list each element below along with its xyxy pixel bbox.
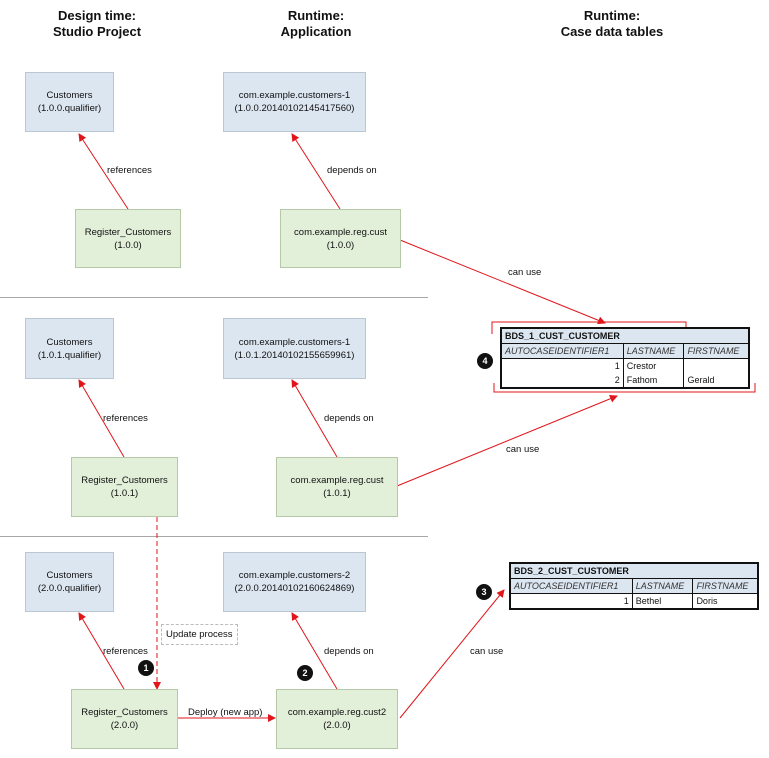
table-cell: Bethel	[631, 593, 693, 609]
box-title: Customers	[46, 336, 93, 348]
label-references-2: references	[103, 413, 148, 424]
table-cell: Doris	[692, 593, 758, 609]
label-references-1: references	[107, 165, 152, 176]
label-depends-on-2: depends on	[324, 413, 374, 424]
column-header: LASTNAME	[622, 343, 684, 359]
badge-2: 2	[297, 665, 313, 681]
box-app-reg-cust-1-0-0: com.example.reg.cust (1.0.0)	[280, 209, 401, 268]
section-separator-2	[0, 536, 428, 537]
box-app-reg-cust2-2-0-0: com.example.reg.cust2 (2.0.0)	[276, 689, 398, 749]
badge-1: 1	[138, 660, 154, 676]
box-version: (1.0.0.qualifier)	[37, 103, 102, 114]
header-app-line2: Application	[280, 24, 352, 39]
header-design-line2: Studio Project	[52, 24, 142, 39]
arrow-can-use-2	[396, 394, 618, 487]
box-app-customers-2-0-0: com.example.customers-2 (2.0.0.201401021…	[223, 552, 366, 612]
table-cell: 1	[623, 596, 629, 606]
header-design-line1: Design time:	[57, 8, 136, 23]
table-row: 2 Fathom Gerald	[501, 373, 749, 388]
box-title: com.example.customers-1	[238, 90, 351, 101]
section-separator-1	[0, 297, 428, 298]
label-depends-on-1: depends on	[327, 165, 377, 176]
label-update-process: Update process	[161, 624, 238, 645]
table-row: 1 Bethel Doris	[510, 593, 758, 609]
table-cell: Fathom	[622, 373, 684, 388]
box-version: (2.0.0.20140102160624869)	[234, 583, 355, 594]
box-title: com.example.customers-1	[238, 336, 351, 348]
table-cell: 2	[614, 375, 620, 385]
box-version: (1.0.1)	[110, 488, 139, 499]
box-version: (1.0.1)	[323, 488, 351, 499]
box-app-customers-1-0-1: com.example.customers-1 (1.0.1.201401021…	[223, 318, 366, 379]
arrow-depends-2	[291, 379, 338, 458]
box-title: Register_Customers	[81, 707, 168, 718]
box-version: (1.0.1.qualifier)	[37, 349, 102, 361]
header-tables-line1: Runtime:	[583, 8, 641, 23]
box-register-customers-1-0-0: Register_Customers (1.0.0)	[75, 209, 181, 268]
box-version: (1.0.0.20140102145417560)	[234, 103, 355, 114]
box-title: Customers	[46, 570, 93, 581]
box-version: (2.0.0)	[323, 720, 351, 731]
table-cell	[683, 358, 749, 373]
box-register-customers-1-0-1: Register_Customers (1.0.1)	[71, 457, 178, 517]
box-customers-1-0-0: Customers (1.0.0.qualifier)	[25, 72, 114, 132]
box-title: com.example.reg.cust2	[287, 707, 387, 718]
badge-4: 4	[477, 353, 493, 369]
table-cell: Crestor	[622, 358, 684, 373]
box-version: (1.0.0)	[114, 239, 142, 251]
label-references-3: references	[103, 646, 148, 657]
box-customers-1-0-1: Customers (1.0.1.qualifier)	[25, 318, 114, 379]
column-header: AUTOCASEIDENTIFIER1	[501, 343, 624, 359]
label-deploy-new-app: Deploy (new app)	[188, 707, 263, 718]
arrow-can-use-1	[399, 239, 606, 325]
label-can-use-3: can use	[470, 646, 504, 657]
header-tables-line2: Case data tables	[560, 24, 664, 39]
label-can-use-2: can use	[506, 444, 540, 455]
arrow-references-2	[78, 379, 125, 458]
box-version: (2.0.0.qualifier)	[37, 583, 102, 594]
box-customers-2-0-0: Customers (2.0.0.qualifier)	[25, 552, 114, 612]
column-header: AUTOCASEIDENTIFIER1	[510, 578, 633, 594]
column-header: LASTNAME	[631, 578, 693, 594]
box-version: (1.0.0)	[326, 239, 355, 251]
box-title: Customers	[46, 90, 93, 101]
table-row: 1 Crestor	[501, 358, 749, 373]
arrow-depends-1	[291, 133, 341, 210]
header-app-line1: Runtime:	[287, 8, 345, 23]
badge-3: 3	[476, 584, 492, 600]
column-header: FIRSTNAME	[683, 343, 749, 359]
arrow-can-use-3	[399, 589, 505, 719]
header-design-time: Design time: Studio Project	[12, 8, 182, 40]
table-name: BDS_1_CUST_CUSTOMER	[501, 328, 749, 344]
case-data-table-1: BDS_1_CUST_CUSTOMER AUTOCASEIDENTIFIER1 …	[500, 327, 750, 389]
table-cell: Gerald	[683, 373, 749, 388]
arrow-references-1	[78, 133, 129, 210]
label-depends-on-3: depends on	[324, 646, 374, 657]
box-app-reg-cust-1-0-1: com.example.reg.cust (1.0.1)	[276, 457, 398, 517]
arrow-depends-3	[291, 612, 338, 690]
box-title: Register_Customers	[84, 226, 172, 238]
box-title: com.example.customers-2	[238, 570, 351, 581]
box-version: (1.0.1.20140102155659961)	[234, 349, 355, 361]
box-title: Register_Customers	[81, 475, 168, 486]
column-header: FIRSTNAME	[692, 578, 758, 594]
case-data-table-2: BDS_2_CUST_CUSTOMER AUTOCASEIDENTIFIER1 …	[509, 562, 759, 610]
table1-bracket-bottom	[493, 383, 756, 393]
label-can-use-1: can use	[508, 267, 542, 278]
table-name: BDS_2_CUST_CUSTOMER	[510, 563, 758, 579]
box-title: com.example.reg.cust	[290, 475, 384, 486]
table-cell: 1	[614, 361, 620, 371]
box-title: com.example.reg.cust	[294, 226, 387, 238]
box-app-customers-1-0-0: com.example.customers-1 (1.0.0.201401021…	[223, 72, 366, 132]
header-runtime-tables: Runtime: Case data tables	[527, 8, 697, 40]
box-register-customers-2-0-0: Register_Customers (2.0.0)	[71, 689, 178, 749]
box-version: (2.0.0)	[110, 720, 139, 731]
header-runtime-application: Runtime: Application	[231, 8, 401, 40]
arrow-references-3	[78, 612, 125, 690]
